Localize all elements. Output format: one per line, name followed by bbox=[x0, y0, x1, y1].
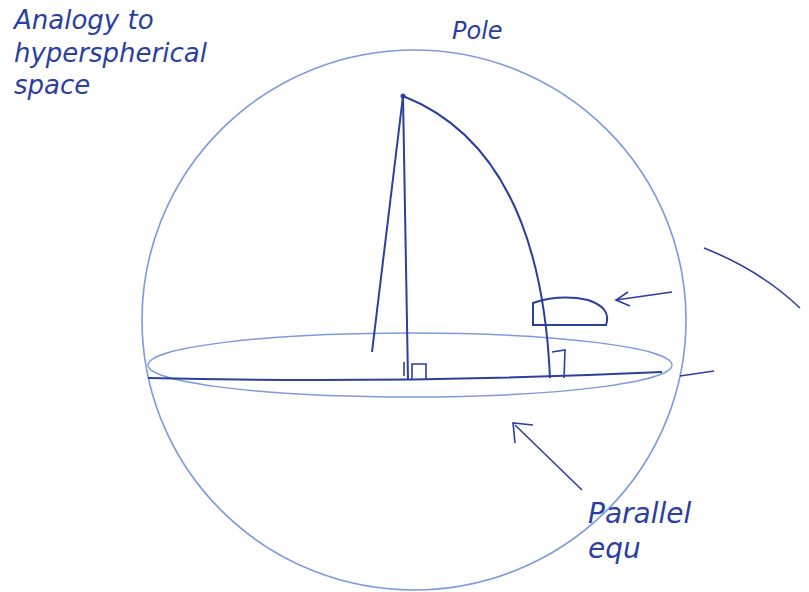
right-angle-mark bbox=[412, 364, 426, 380]
annotation: Analogy to hyperspherical space bbox=[14, 4, 229, 102]
right-angle-mark bbox=[403, 362, 405, 376]
meridian-line bbox=[403, 96, 550, 378]
meridian-line bbox=[403, 96, 408, 380]
pole-label: Pole bbox=[452, 16, 572, 46]
equator-ellipse bbox=[148, 333, 672, 397]
pole-point bbox=[401, 94, 406, 99]
leader-line bbox=[680, 371, 714, 376]
arrow-head bbox=[616, 292, 630, 306]
right-angle-mark bbox=[552, 350, 565, 378]
arrow-head bbox=[513, 423, 533, 443]
leader-arrow bbox=[515, 425, 582, 490]
annotation: Parallel equ bbox=[588, 496, 718, 566]
leader-line bbox=[704, 248, 800, 308]
leader-arrow bbox=[616, 292, 672, 300]
observer-symbol bbox=[533, 298, 607, 325]
meridian-line bbox=[372, 96, 403, 352]
equator-line bbox=[148, 372, 662, 380]
